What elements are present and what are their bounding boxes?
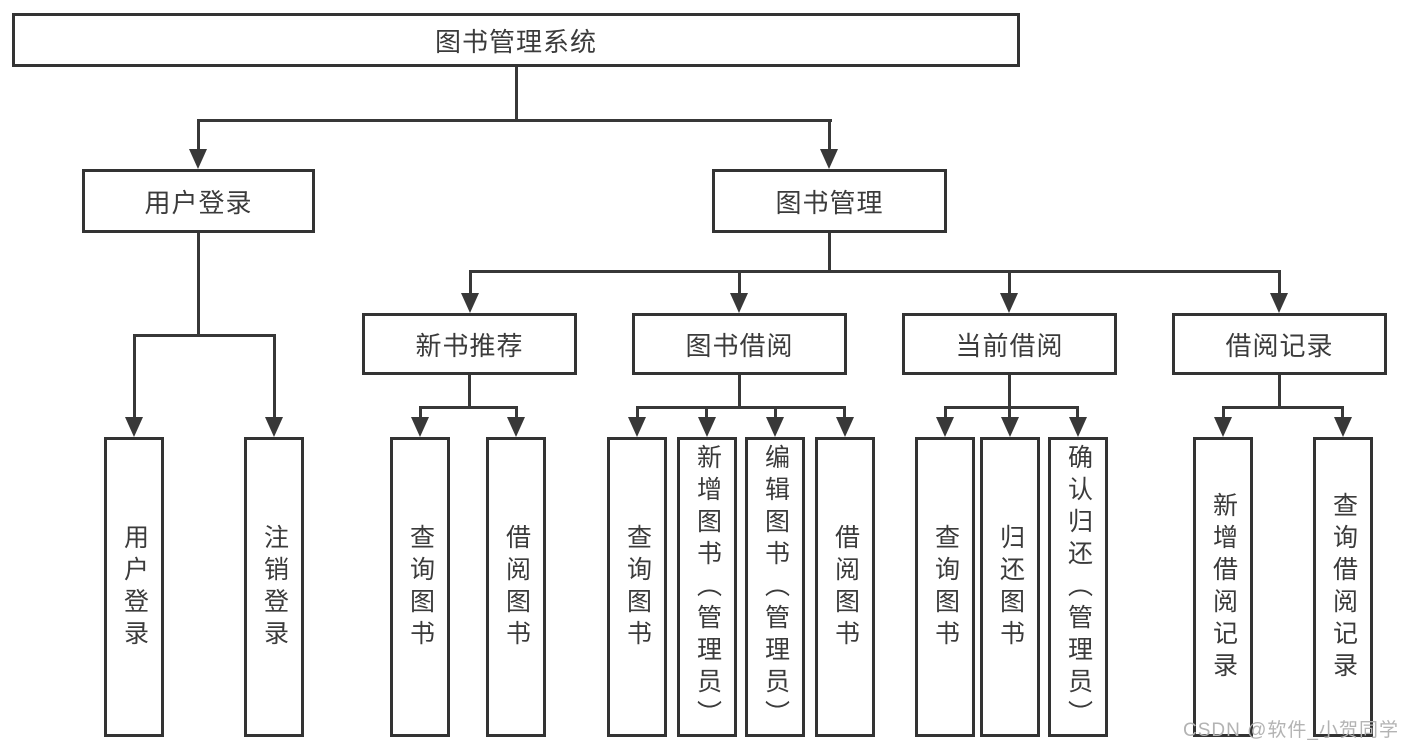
- connector-recommend-branch: [515, 406, 518, 420]
- arrowhead-down-icon: [1069, 417, 1087, 437]
- arrowhead-down-icon: [766, 417, 784, 437]
- arrowhead-down-icon: [1270, 293, 1288, 313]
- node-current-borrow: 当前借阅: [902, 313, 1117, 375]
- connector-bookmgmt-bar: [469, 270, 1281, 273]
- connector-current-branch: [1008, 406, 1011, 420]
- leaf-return-books: 归还图书: [980, 437, 1040, 737]
- arrowhead-down-icon: [1214, 417, 1232, 437]
- connector-root-branch-left: [197, 119, 200, 151]
- connector-recommend-stem: [468, 375, 471, 408]
- leaf-user-login: 用户登录: [104, 437, 164, 737]
- connector-borrow-branch: [843, 406, 846, 420]
- node-new-book-recommend: 新书推荐: [362, 313, 577, 375]
- arrowhead-down-icon: [461, 293, 479, 313]
- arrowhead-down-icon: [125, 417, 143, 437]
- node-borrow-records: 借阅记录: [1172, 313, 1387, 375]
- leaf-add-books-admin: 新增图书（管理员）: [677, 437, 737, 737]
- arrowhead-down-icon: [1334, 417, 1352, 437]
- arrowhead-down-icon: [411, 417, 429, 437]
- connector-current-bar: [944, 406, 1079, 409]
- arrowhead-down-icon: [628, 417, 646, 437]
- connector-bookmgmt-branch: [469, 270, 472, 297]
- connector-root-branch-right: [828, 119, 831, 151]
- connector-current-branch: [1076, 406, 1079, 420]
- connector-bookmgmt-branch: [1278, 270, 1281, 297]
- arrowhead-down-icon: [936, 417, 954, 437]
- connector-current-stem: [1008, 375, 1011, 408]
- connector-borrow-stem: [738, 375, 741, 408]
- connector-bookmgmt-branch: [738, 270, 741, 297]
- connector-recommend-bar: [419, 406, 518, 409]
- connector-borrow-bar: [636, 406, 846, 409]
- arrowhead-down-icon: [820, 149, 838, 169]
- node-book-borrow: 图书借阅: [632, 313, 847, 375]
- arrowhead-down-icon: [836, 417, 854, 437]
- leaf-query-borrow-record: 查询借阅记录: [1313, 437, 1373, 737]
- connector-bookmgmt-branch: [1008, 270, 1011, 297]
- leaf-query-books-current: 查询图书: [915, 437, 975, 737]
- leaf-borrow-books: 借阅图书: [815, 437, 875, 737]
- connector-borrow-branch: [774, 406, 777, 420]
- arrowhead-down-icon: [507, 417, 525, 437]
- connector-userlogin-branch: [273, 334, 276, 419]
- node-book-management: 图书管理: [712, 169, 947, 233]
- connector-bookmgmt-stem: [828, 233, 831, 272]
- csdn-watermark: CSDN @软件_小贺同学: [1183, 720, 1399, 741]
- connector-records-stem: [1278, 375, 1281, 408]
- connector-records-bar: [1222, 406, 1344, 409]
- connector-userlogin-bar: [133, 334, 275, 337]
- arrowhead-down-icon: [265, 417, 283, 437]
- leaf-query-books-recommend: 查询图书: [390, 437, 450, 737]
- connector-userlogin-stem: [197, 233, 200, 336]
- connector-borrow-branch: [705, 406, 708, 420]
- arrowhead-down-icon: [189, 149, 207, 169]
- node-root: 图书管理系统: [12, 13, 1020, 67]
- connector-current-branch: [944, 406, 947, 420]
- arrowhead-down-icon: [1001, 417, 1019, 437]
- leaf-confirm-return-admin: 确认归还（管理员）: [1048, 437, 1108, 737]
- leaf-add-borrow-record: 新增借阅记录: [1193, 437, 1253, 737]
- leaf-borrow-books-recommend: 借阅图书: [486, 437, 546, 737]
- connector-root-bar: [197, 119, 832, 122]
- leaf-edit-books-admin: 编辑图书（管理员）: [745, 437, 805, 737]
- node-user-login: 用户登录: [82, 169, 315, 233]
- connector-records-branch: [1222, 406, 1225, 420]
- connector-root-stem: [515, 67, 518, 121]
- leaf-logout: 注销登录: [244, 437, 304, 737]
- connector-recommend-branch: [419, 406, 422, 420]
- leaf-query-books-borrow: 查询图书: [607, 437, 667, 737]
- arrowhead-down-icon: [730, 293, 748, 313]
- arrowhead-down-icon: [1000, 293, 1018, 313]
- connector-userlogin-branch: [133, 334, 136, 419]
- connector-records-branch: [1341, 406, 1344, 420]
- connector-borrow-branch: [636, 406, 639, 420]
- arrowhead-down-icon: [698, 417, 716, 437]
